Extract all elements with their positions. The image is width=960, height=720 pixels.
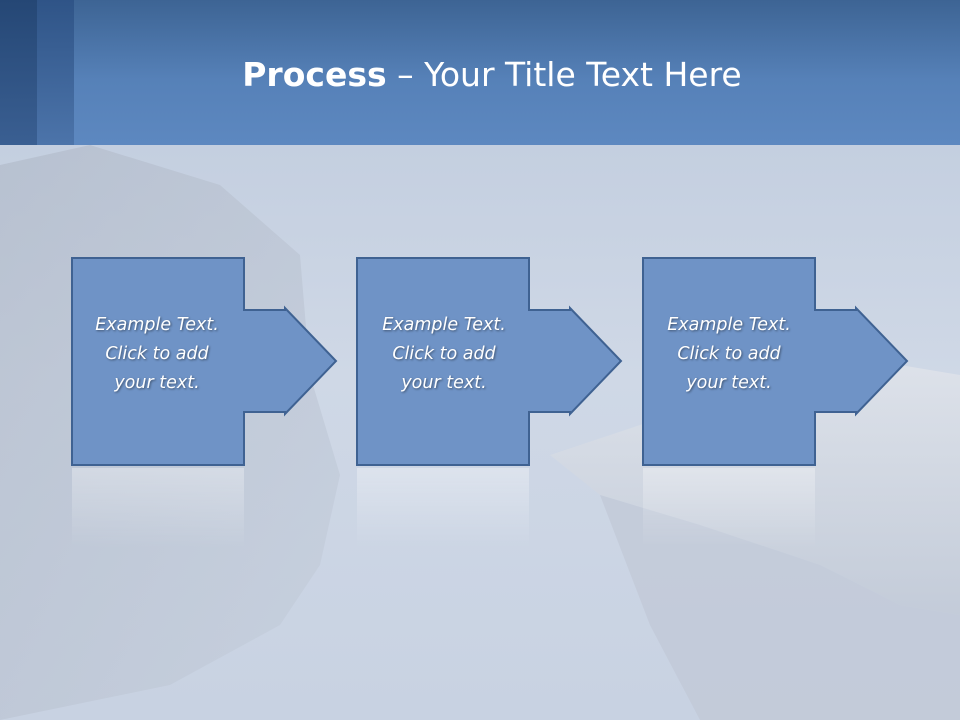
step-line: Click to add <box>392 344 496 364</box>
step-arrow-shape-2 <box>356 257 623 466</box>
step-line: Click to add <box>677 344 781 364</box>
step-text-2: Example Text. Click to add your text. <box>358 311 530 398</box>
step-arrow-shape-3 <box>642 257 909 466</box>
step-line: your text. <box>401 373 487 393</box>
step-reflection-1 <box>72 468 244 548</box>
step-line: Example Text. <box>667 315 791 335</box>
slide-header <box>0 0 960 145</box>
step-reflection-2 <box>357 468 529 548</box>
step-line: Example Text. <box>95 315 219 335</box>
step-line: your text. <box>114 373 200 393</box>
title-rest: – Your Title Text Here <box>386 55 742 94</box>
step-reflection-3 <box>643 468 815 548</box>
step-line: Click to add <box>105 344 209 364</box>
header-accent-mid <box>37 0 74 145</box>
slide-title: Process – Your Title Text Here <box>0 52 960 98</box>
title-bold: Process <box>242 55 387 94</box>
step-line: your text. <box>686 373 772 393</box>
step-arrow-shape-1 <box>71 257 338 466</box>
step-line: Example Text. <box>382 315 506 335</box>
header-accent-dark <box>0 0 37 145</box>
step-text-3: Example Text. Click to add your text. <box>643 311 815 398</box>
step-text-1: Example Text. Click to add your text. <box>71 311 243 398</box>
